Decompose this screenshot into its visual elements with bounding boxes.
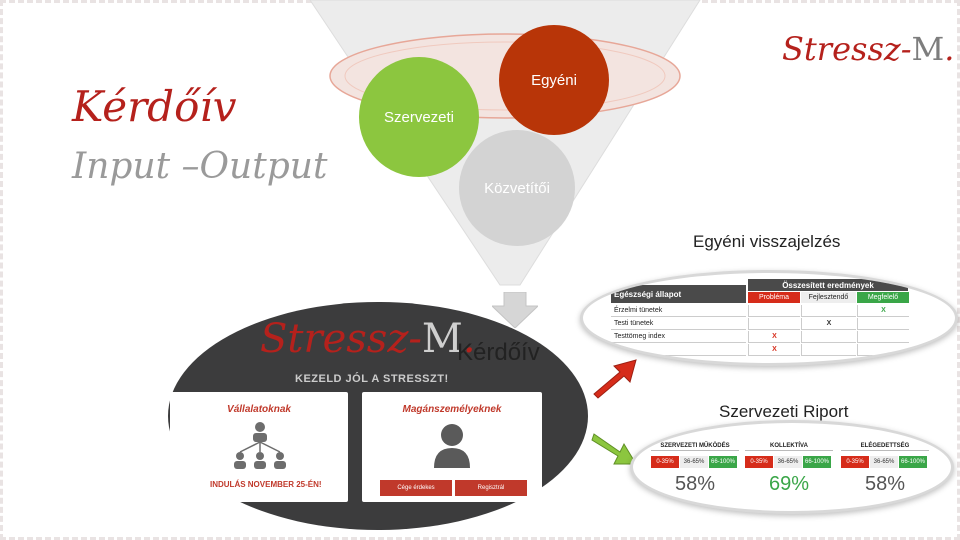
questionnaire-logo: Stressz-M. (260, 316, 476, 362)
funnel-rim-inner (344, 41, 666, 111)
report-card-value: 58% (674, 473, 716, 495)
circle-szervezeti: Szervezeti (359, 57, 479, 177)
kerdoiv-label: Kérdőív (457, 339, 540, 366)
report-range-cell: 66-100% (899, 456, 927, 468)
health-table-preview: Egészségi állapot Összesített eredmények… (580, 270, 958, 366)
panel-companies-title: Vállalatoknak (227, 404, 291, 415)
slide-subtitle: Input –Output (72, 146, 328, 187)
health-header-right: Összesített eredmények (748, 279, 908, 291)
questionnaire-logo-dot: . (462, 316, 476, 362)
health-header-left: Egészségi állapot (611, 285, 746, 303)
health-row-cell (857, 318, 909, 330)
report-card-title: KOLLEKTÍVA (745, 441, 833, 451)
report-card-value: 58% (864, 473, 906, 495)
questionnaire-tagline: KEZELD JÓL A STRESSZT! (295, 373, 449, 385)
org-chart-icon (234, 422, 286, 469)
report-range-cell: 0-35% (745, 456, 773, 468)
health-row-cell: X (748, 331, 800, 343)
circle-szervezeti-label: Szervezeti (383, 108, 455, 126)
arrow-red-icon (593, 359, 637, 399)
col-problem: Probléma (748, 292, 800, 303)
report-card-title: ELÉGEDETTSÉG (841, 441, 929, 451)
logo-text: Stressz- (782, 30, 912, 68)
down-arrow-icon (492, 292, 538, 328)
circle-egyeni-label: Egyéni (531, 71, 577, 89)
report-range-cell: 0-35% (651, 456, 679, 468)
slide-title: Kérdőív (72, 82, 237, 131)
panel-individuals-title: Magánszemélyeknek (402, 404, 502, 415)
questionnaire-logo-m: M (421, 316, 463, 362)
questionnaire-logo-text: Stressz- (260, 316, 422, 362)
report-range-cell: 36-65% (870, 456, 898, 468)
health-row-label: Testtömeg index (611, 331, 746, 343)
health-row-cell (857, 331, 909, 343)
health-row-cell (748, 305, 800, 317)
health-row-cell: X (748, 344, 800, 356)
report-card-value: 69% (768, 473, 810, 495)
report-range-cell: 36-65% (774, 456, 802, 468)
health-row-label: Érzelmi tünetek (611, 305, 746, 317)
person-icon (434, 424, 470, 468)
health-row-cell (857, 344, 909, 356)
arrow-green-icon (591, 433, 637, 465)
start-date-text: INDULÁS NOVEMBER 25-ÉN! (210, 480, 322, 489)
report-range-cell: 66-100% (803, 456, 831, 468)
report-range-cell: 36-65% (680, 456, 708, 468)
health-row-label (611, 344, 746, 356)
egyeni-feedback-label: Egyéni visszajelzés (693, 232, 841, 251)
health-row-label: Testi tünetek (611, 318, 746, 330)
circle-kozvetitoi: Közvetítői (459, 130, 575, 246)
health-row-cell: X (857, 305, 909, 317)
company-button[interactable]: Cége érdekes (380, 480, 452, 496)
health-row-cell (748, 318, 800, 330)
health-row-cell (801, 305, 856, 317)
health-row-cell (801, 344, 856, 356)
circle-kozvetitoi-label: Közvetítői (484, 179, 550, 197)
report-range-cell: 0-35% (841, 456, 869, 468)
health-row-cell (801, 331, 856, 343)
col-ok: Megfelelő (857, 292, 909, 303)
health-row-cell: X (801, 318, 856, 330)
szervezeti-riport-label: Szervezeti Riport (719, 402, 849, 421)
col-improve: Fejlesztendő (801, 292, 856, 303)
logo-dot: . (944, 30, 955, 68)
report-range-cell: 66-100% (709, 456, 737, 468)
panel-companies[interactable]: Vállalatoknak (170, 392, 348, 502)
register-button[interactable]: Regisztrál (455, 480, 527, 496)
circle-egyeni: Egyéni (499, 25, 609, 135)
logo-m: M (911, 30, 945, 68)
report-card-title: SZERVEZETI MŰKÖDÉS (651, 441, 739, 451)
brand-logo: Stressz-M. (782, 30, 954, 68)
